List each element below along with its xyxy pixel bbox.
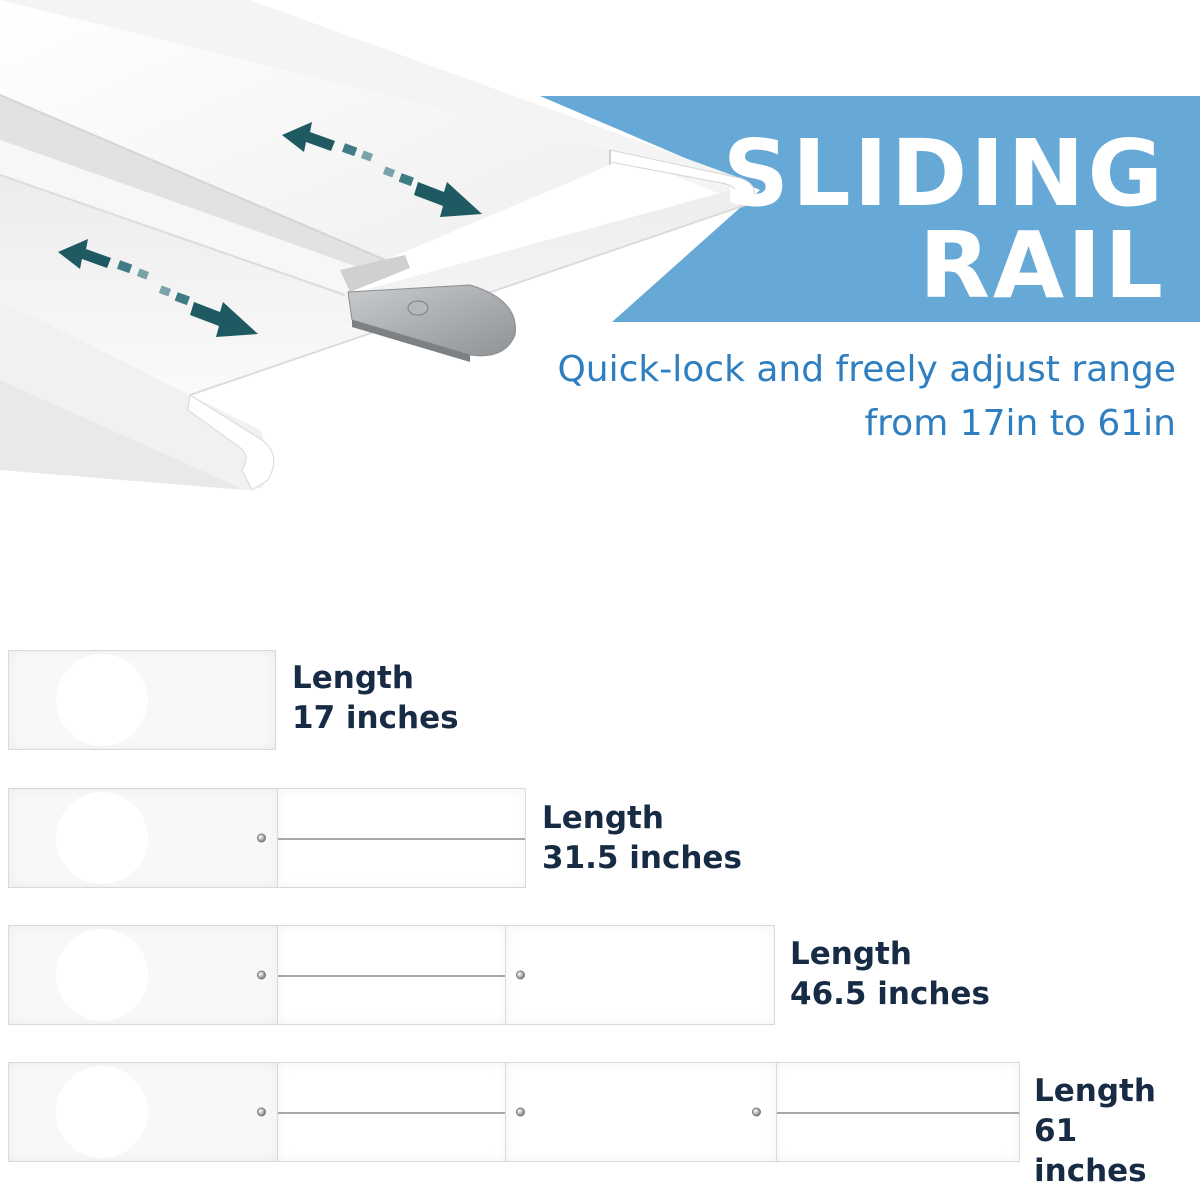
rail-seam bbox=[277, 838, 525, 840]
panel-with-hole bbox=[8, 788, 278, 888]
rail-seam bbox=[775, 1112, 1019, 1114]
panel-with-hole bbox=[8, 925, 278, 1025]
panel-with-hole bbox=[8, 650, 276, 750]
extension-panel bbox=[505, 1062, 777, 1162]
lock-screw-icon bbox=[257, 1107, 266, 1117]
rail-seam bbox=[277, 975, 507, 977]
panel-with-hole bbox=[8, 1062, 278, 1162]
latch-plate-icon bbox=[347, 284, 516, 362]
length-value: 31.5 inches bbox=[542, 840, 742, 876]
length-label: Length bbox=[542, 800, 664, 836]
length-value: 61 inches bbox=[1034, 1113, 1147, 1189]
hose-hole bbox=[56, 792, 148, 884]
length-value: 17 inches bbox=[292, 700, 459, 736]
lock-screw-icon bbox=[257, 833, 266, 843]
lock-screw-icon bbox=[516, 1107, 525, 1117]
hose-hole bbox=[56, 929, 148, 1021]
lock-screw-icon bbox=[516, 970, 525, 980]
hose-hole bbox=[56, 1066, 148, 1158]
extension-panel bbox=[276, 788, 526, 888]
lock-screw-icon bbox=[752, 1107, 761, 1117]
rail-seam bbox=[277, 1112, 507, 1114]
headline-line-1: SLIDING bbox=[722, 120, 1166, 227]
headline-line-2: RAIL bbox=[919, 212, 1166, 319]
extension-panel bbox=[276, 1062, 508, 1162]
extension-panel bbox=[505, 925, 775, 1025]
length-value: 46.5 inches bbox=[790, 976, 990, 1012]
length-label: Length bbox=[292, 660, 414, 696]
subheadline-line-2: from 17in to 61in bbox=[864, 403, 1176, 444]
extension-panel bbox=[276, 925, 508, 1025]
double-arrow-icon bbox=[282, 122, 482, 217]
title-banner bbox=[540, 96, 1200, 322]
sliding-rail-illustration bbox=[0, 0, 761, 491]
hose-hole bbox=[56, 654, 148, 746]
lock-screw-icon bbox=[257, 970, 266, 980]
length-label: Length bbox=[790, 936, 912, 972]
subheadline-line-1: Quick-lock and freely adjust range bbox=[557, 349, 1176, 390]
extension-panel bbox=[774, 1062, 1020, 1162]
double-arrow-icon bbox=[58, 239, 258, 337]
hero-illustration bbox=[0, 0, 1200, 491]
length-label: Length bbox=[1034, 1073, 1156, 1109]
